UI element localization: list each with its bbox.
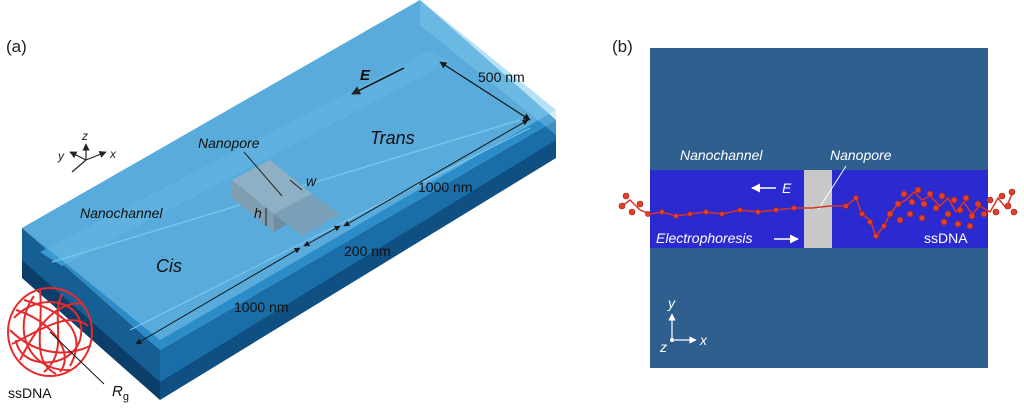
nanopore-label-a: Nanopore	[198, 135, 260, 151]
ssdna-label-b: ssDNA	[924, 230, 968, 246]
nanopore-region	[804, 170, 832, 248]
panel-a: (a) E Trans Cis Nanopore w h Nanochannel	[6, 0, 556, 403]
ssdna-beads	[618, 186, 1018, 239]
dim-pore-line	[303, 225, 341, 247]
panel-b: (b) Nanochannel Nanopore E Electrophores…	[612, 37, 1018, 368]
rg-label: Rg	[112, 383, 129, 403]
electrophoresis-label: Electrophoresis	[656, 230, 753, 246]
nanopore-block-top	[232, 160, 312, 214]
nanopore-block-top-2	[274, 194, 340, 236]
axis-y-label-a: y	[57, 149, 65, 163]
w-label: w	[306, 173, 317, 189]
nanopore-pointer-a	[243, 151, 283, 197]
dim-cis-line	[135, 247, 301, 345]
axis-x-label-b: x	[699, 332, 708, 348]
axis-x-label-a: x	[109, 147, 117, 161]
nanopore-pointer-b	[817, 165, 847, 211]
ssdna-label-a: ssDNA	[8, 385, 52, 401]
nanopore-block-side	[232, 180, 274, 232]
axes-triad-b: y x z	[659, 295, 708, 355]
ssdna-chain	[618, 186, 1018, 239]
nanochannel-groove	[40, 50, 450, 266]
field-e-label: E	[360, 67, 371, 84]
trans-label: Trans	[370, 128, 415, 148]
dim-pore-label: 200 nm	[344, 243, 391, 259]
dim-500-label: 500 nm	[478, 69, 525, 85]
axis-z-label-a: z	[81, 129, 88, 143]
axes-triad-a: z x y	[57, 129, 117, 173]
panel-b-label: (b)	[612, 37, 633, 56]
axis-y-label-b: y	[667, 295, 676, 311]
h-label: h	[254, 205, 262, 221]
dim-cis-label: 1000 nm	[234, 299, 288, 315]
nanochannel-label-a: Nanochannel	[80, 205, 163, 221]
field-arrow	[351, 67, 405, 95]
panel-a-label: (a)	[6, 37, 27, 56]
dim-trans-label: 1000 nm	[418, 179, 472, 195]
nanochannel-label-b: Nanochannel	[680, 147, 763, 163]
field-e-label-b: E	[782, 180, 792, 196]
axis-z-label-b: z	[659, 339, 667, 355]
dim-trans-line	[343, 119, 529, 227]
cis-label: Cis	[156, 256, 182, 276]
rg-line	[49, 331, 105, 385]
w-dim-line	[289, 179, 303, 191]
channel-block-side	[22, 228, 160, 382]
dim-500-line	[439, 61, 531, 121]
nanopore-label-b: Nanopore	[830, 147, 892, 163]
